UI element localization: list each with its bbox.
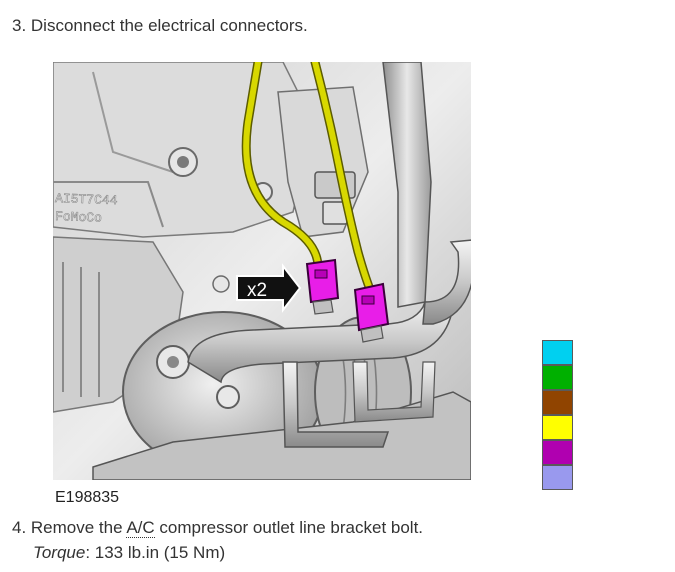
callout-arrow: x2 [236,263,302,313]
bolt-hole [177,156,189,168]
embossed-part-number: AI5T7C44 [55,191,118,208]
bolt-boss [212,275,230,293]
legend-swatch-green [542,365,573,390]
connector-illustration: AI5T7C44 FoMoCo [53,62,471,480]
mounting-plate [92,391,471,480]
legend-swatch-magenta [542,440,573,465]
legend-swatch-cyan [542,340,573,365]
torque-spec: Torque: 133 lb.in (15 Nm) [33,543,225,563]
ac-line-lower [282,361,390,448]
embossed-brand: FoMoCo [55,209,102,226]
step-4-prefix: 4. Remove the [12,518,127,537]
cooling-fins [62,262,100,397]
step-4-instruction: 4. Remove the A/C compressor outlet line… [12,518,423,538]
ac-abbreviation[interactable]: A/C [126,518,155,538]
torque-value: 133 lb.in (15 Nm) [94,543,226,562]
ac-line-lower [352,361,436,423]
legend-swatch-lavender [542,465,573,490]
electrical-connector-2 [353,282,390,343]
engine-rib [92,71,174,173]
wiring-harness [241,62,376,297]
callout-label: x2 [247,280,267,301]
ac-line-loop [422,239,471,325]
electrical-connector-1 [305,258,340,315]
torque-label: Torque [33,543,86,562]
torque-separator: : [85,543,95,562]
color-legend [542,340,573,490]
step-3-instruction: 3. Disconnect the electrical connectors. [12,16,308,35]
legend-swatch-yellow [542,415,573,440]
figure-code: E198835 [55,489,120,506]
step-4-suffix: compressor outlet line bracket bolt. [154,518,424,537]
legend-swatch-brown [542,390,573,415]
engine-rib [53,181,164,228]
